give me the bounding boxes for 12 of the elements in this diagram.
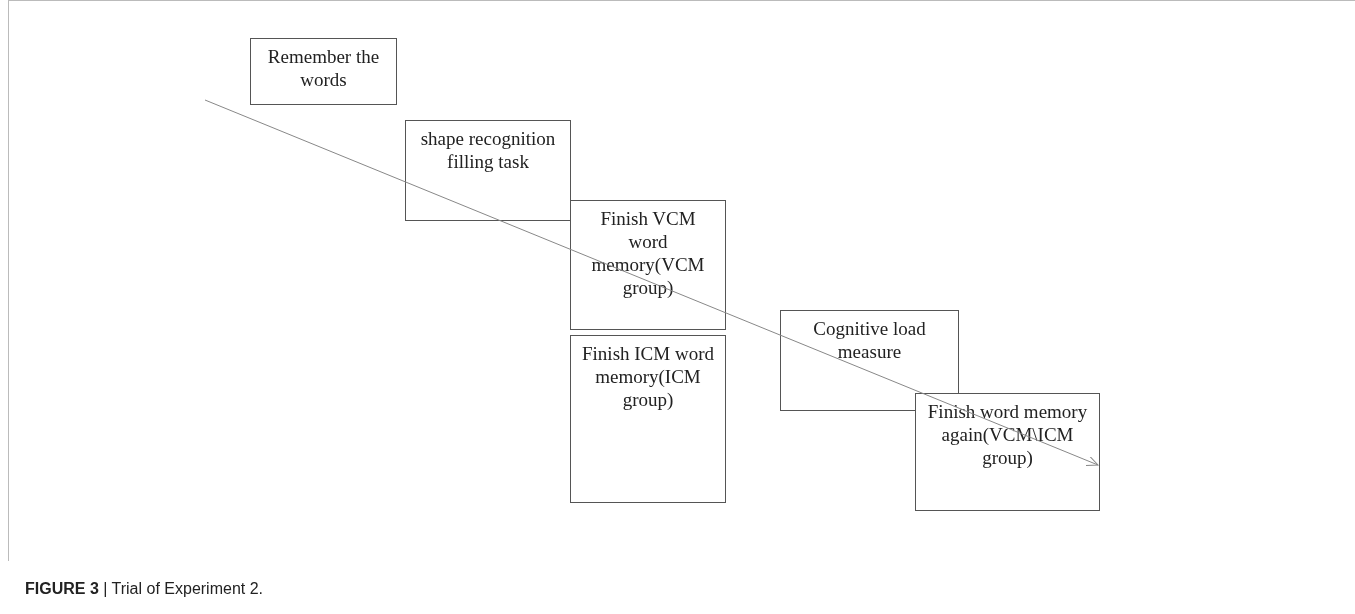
step-text: Cognitive load measure bbox=[812, 317, 927, 363]
step-text: Finish word memory again(VCM\ICM group) bbox=[926, 400, 1089, 469]
step-box bbox=[915, 393, 1100, 511]
step-box bbox=[570, 200, 726, 330]
step-box bbox=[570, 335, 726, 503]
step-text: Remember the words bbox=[266, 45, 381, 91]
step-box bbox=[405, 120, 571, 221]
step-box bbox=[250, 38, 397, 105]
step-text: Finish VCM word memory(VCM group) bbox=[590, 207, 706, 299]
step-text: Finish ICM word memory(ICM group) bbox=[581, 342, 715, 411]
step-text: shape recognition filling task bbox=[419, 127, 557, 173]
figure-caption: FIGURE 3 | Trial of Experiment 2. bbox=[25, 580, 263, 598]
